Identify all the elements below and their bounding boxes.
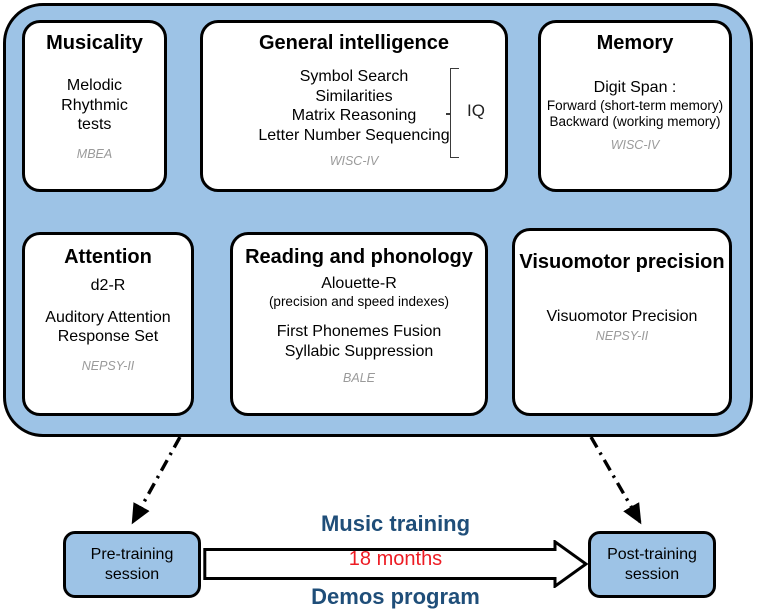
music-training-arrow — [203, 540, 588, 588]
card-attention-source: NEPSY-II — [81, 358, 135, 373]
card-memory-line-3: Backward (working memory) — [549, 113, 721, 129]
card-reading-line-1: Alouette-R — [321, 275, 397, 292]
card-general-intelligence-source: WISC-IV — [329, 154, 379, 169]
card-memory-body: Digit Span : Forward (short-term memory)… — [541, 78, 729, 130]
card-visuomotor-precision-title: Visuomotor precision — [519, 251, 725, 273]
music-training-label: Music training — [320, 511, 471, 536]
card-reading-and-phonology: Reading and phonology Alouette-R (precis… — [230, 232, 488, 416]
card-memory-line-1: Digit Span : — [593, 79, 677, 96]
card-attention-line-3: Response Set — [57, 328, 159, 346]
pre-training-session-box[interactable]: Pre-training session — [63, 531, 201, 598]
iq-label: IQ — [467, 101, 485, 120]
card-general-intelligence-line-1: Symbol Search — [299, 68, 409, 85]
card-memory-source: WISC-IV — [610, 138, 660, 153]
card-general-intelligence-title: General intelligence — [258, 32, 450, 54]
card-attention-spacer — [25, 296, 191, 308]
card-general-intelligence: General intelligence Symbol Search Simil… — [200, 20, 508, 192]
card-musicality-line-1: Melodic — [66, 77, 123, 94]
card-reading-and-phonology-source: BALE — [343, 371, 375, 386]
card-general-intelligence-line-4: Letter Number Sequencing — [258, 126, 450, 144]
card-musicality-title: Musicality — [46, 32, 143, 54]
card-musicality-line-3: tests — [77, 116, 112, 134]
pre-training-session-line-1: Pre-training — [90, 545, 174, 563]
card-reading-line-3: First Phonemes Fusion — [276, 322, 442, 340]
card-musicality-line-2: Rhythmic — [61, 96, 128, 114]
card-attention-body: d2-R Auditory Attention Response Set — [25, 276, 191, 347]
card-memory-title: Memory — [596, 32, 674, 54]
pre-training-session-line-2: session — [104, 565, 160, 583]
connector-to-pre-training — [131, 436, 182, 525]
card-reading-line-4: Syllabic Suppression — [284, 342, 434, 360]
card-visuomotor-line-1: Visuomotor Precision — [546, 308, 698, 325]
card-reading-and-phonology-body: Alouette-R (precision and speed indexes)… — [233, 274, 485, 361]
card-visuomotor-precision-source: NEPSY-II — [595, 328, 649, 343]
card-visuomotor-precision: Visuomotor precision Visuomotor Precisio… — [512, 228, 732, 416]
card-memory-line-2: Forward (short-term memory) — [546, 97, 724, 113]
card-general-intelligence-line-3: Matrix Reasoning — [291, 107, 417, 125]
post-training-session-line-1: Post-training — [607, 545, 697, 563]
post-training-session-text: Post-training session — [607, 545, 697, 585]
connector-to-post-training — [589, 436, 642, 525]
card-memory: Memory Digit Span : Forward (short-term … — [538, 20, 732, 192]
card-attention: Attention d2-R Auditory Attention Respon… — [22, 232, 194, 416]
card-attention-title: Attention — [64, 246, 152, 268]
card-attention-line-2: Auditory Attention — [45, 308, 171, 326]
card-musicality: Musicality Melodic Rhythmic tests MBEA — [22, 20, 167, 192]
card-reading-and-phonology-title: Reading and phonology — [245, 246, 473, 268]
iq-bracket-icon — [450, 68, 459, 158]
post-training-session-line-2: session — [624, 565, 680, 583]
card-visuomotor-precision-body: Visuomotor Precision — [515, 307, 729, 327]
demos-program-label: Demos program — [311, 584, 480, 609]
card-attention-line-1: d2-R — [90, 277, 126, 294]
card-reading-spacer — [233, 310, 485, 322]
training-duration-label: 18 months — [348, 548, 443, 570]
card-reading-line-2: (precision and speed indexes) — [268, 293, 450, 309]
card-musicality-body: Melodic Rhythmic tests — [25, 76, 164, 135]
post-training-session-box[interactable]: Post-training session — [588, 531, 716, 598]
pre-training-session-text: Pre-training session — [91, 545, 174, 585]
card-musicality-source: MBEA — [76, 146, 113, 161]
card-general-intelligence-body: Symbol Search Similarities Matrix Reason… — [203, 67, 505, 145]
card-general-intelligence-line-2: Similarities — [315, 87, 393, 105]
